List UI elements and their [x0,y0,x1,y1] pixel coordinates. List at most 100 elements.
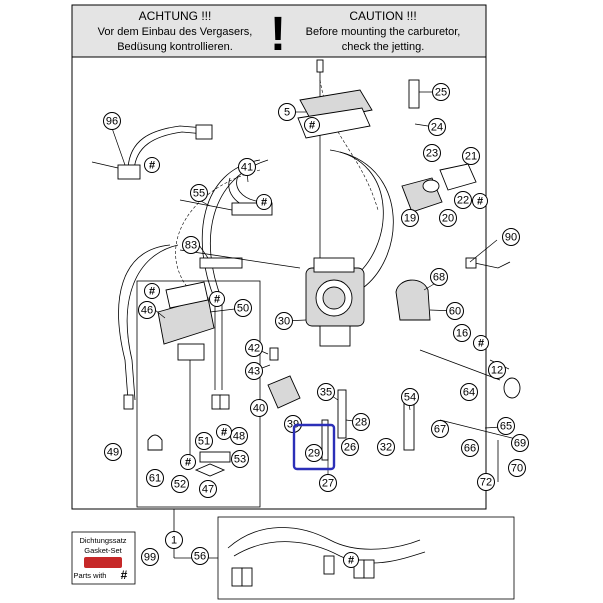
gasket-set-marker: # [216,424,232,440]
callout-label: 99 [144,552,156,564]
svg-text:#: # [309,120,315,132]
callout-22: 22 [454,191,472,209]
callout-35: 35 [317,383,335,401]
callout-label: 48 [233,431,245,443]
callout-19: 19 [401,209,419,227]
callout-label: 5 [284,107,290,119]
callout-label: 47 [202,484,214,496]
callout-23: 23 [423,144,441,162]
callout-66: 66 [461,439,479,457]
callout-label: 70 [511,463,523,475]
callout-41: 41 [238,158,256,176]
callout-label: 40 [253,403,265,415]
callout-49: 49 [104,443,122,461]
gasket-set-marker: # [304,117,320,133]
callout-label: 41 [241,162,253,174]
callout-label: 43 [248,366,260,378]
svg-text:#: # [185,457,191,469]
callout-label: 60 [449,306,461,318]
svg-text:#: # [221,427,227,439]
callout-label: 68 [433,272,445,284]
callout-60: 60 [446,302,464,320]
callout-label: 69 [514,438,526,450]
callout-16: 16 [453,324,471,342]
callout-label: 64 [463,387,475,399]
caution-box: ACHTUNG !!! Vor dem Einbau des Vergasers… [71,4,487,61]
callout-label: 39 [287,419,299,431]
legend-line2: Gasket-Set [84,546,122,555]
caution-title-en: CAUTION !!! [349,9,416,23]
callout-label: 22 [457,195,469,207]
caution-line2-de: Bedüsung kontrollieren. [117,41,233,53]
caution-line1-en: Before mounting the carburetor, [306,26,461,38]
callout-24: 24 [428,118,446,136]
parts-artwork [91,59,521,587]
callout-12: 12 [488,361,506,379]
gasket-set-marker: # [472,193,488,209]
gasket-set-marker: # [180,454,196,470]
throttle-cable-group-box [217,516,515,600]
callout-label: 25 [435,87,447,99]
svg-text:#: # [477,196,483,208]
callout-label: 66 [464,443,476,455]
gasket-set-marker: # [144,283,160,299]
callout-label: 26 [344,442,356,454]
callout-label: 83 [185,240,197,252]
callout-label: 51 [198,436,210,448]
legend-line3: Parts with [74,571,107,580]
callout-label: 56 [194,551,206,563]
highlight-box [292,423,336,471]
callout-69: 69 [511,434,529,452]
callout-27: 27 [319,474,337,492]
callout-label: 35 [320,387,332,399]
callout-label: 20 [442,213,454,225]
callout-label: 16 [456,328,468,340]
callout-43: 43 [245,362,263,380]
callout-label: 65 [500,421,512,433]
callout-label: 46 [141,305,153,317]
gasket-set-marker: # [209,291,225,307]
callout-68: 68 [430,268,448,286]
callout-42: 42 [245,339,263,357]
callout-label: 52 [174,479,186,491]
caution-line1-de: Vor dem Einbau des Vergasers, [98,26,253,38]
callout-label: 96 [106,116,118,128]
callout-label: 49 [107,447,119,459]
callout-26: 26 [341,438,359,456]
callout-label: 32 [380,442,392,454]
callout-label: 23 [426,148,438,160]
callout-50: 50 [234,299,252,317]
callout-90: 90 [502,228,520,246]
callout-label: 27 [322,478,334,490]
callout-30: 30 [275,312,293,330]
caution-line2-en: check the jetting. [342,41,425,53]
callout-48: 48 [230,427,248,445]
diagram-frame [71,4,487,510]
callout-55: 55 [190,184,208,202]
callout-label: 12 [491,365,503,377]
callout-99: 99 [141,548,159,566]
callout-label: 90 [505,232,517,244]
callout-28: 28 [352,413,370,431]
float-bowl-group-box [136,280,261,508]
callout-label: 24 [431,122,443,134]
callout-25: 25 [432,83,450,101]
callout-label: 1 [171,535,177,547]
gasket-set-marker: # [256,194,272,210]
callout-1: 1 [165,531,183,549]
callout-51: 51 [195,432,213,450]
svg-text:#: # [261,197,267,209]
exclamation-icon: ! [270,8,286,61]
callout-20: 20 [439,209,457,227]
callout-32: 32 [377,438,395,456]
callout-70: 70 [508,459,526,477]
callout-label: 30 [278,316,290,328]
caution-title-de: ACHTUNG !!! [139,9,212,23]
callout-96: 96 [103,112,121,130]
callout-47: 47 [199,480,217,498]
callout-label: 61 [149,473,161,485]
callout-72: 72 [477,473,495,491]
callout-label: 72 [480,477,492,489]
